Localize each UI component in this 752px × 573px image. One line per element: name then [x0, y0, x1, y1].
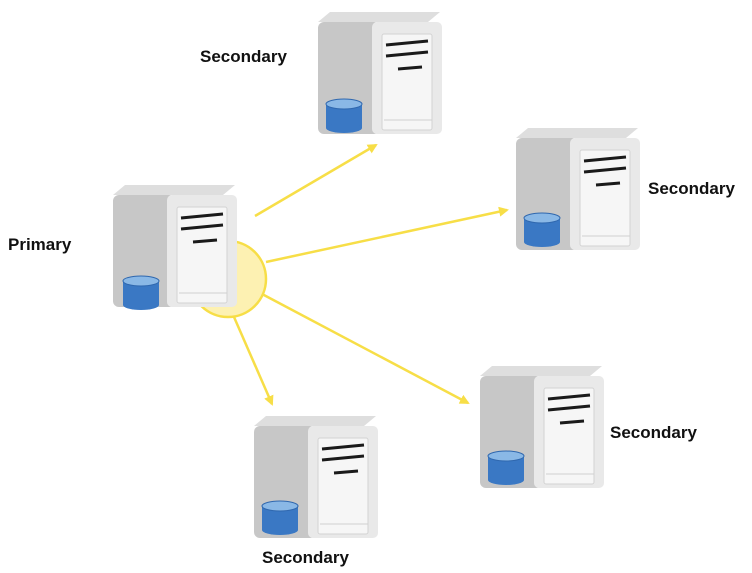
server-with-database-icon	[480, 366, 604, 488]
secondary-top-node[interactable]	[318, 12, 442, 134]
node-label-secondary-top: Secondary	[200, 47, 287, 66]
database-icon	[523, 212, 561, 247]
arrow-to-secondary-right	[265, 206, 509, 264]
replication-arrows	[232, 143, 509, 406]
node-label-secondary-bottom: Secondary	[262, 548, 349, 567]
server-with-database-icon	[516, 128, 640, 250]
node-label-primary: Primary	[8, 235, 72, 254]
secondary-lower-right-node[interactable]	[480, 366, 604, 488]
database-icon	[261, 500, 299, 535]
database-icon	[122, 275, 160, 310]
database-icon	[487, 450, 525, 485]
arrow-to-secondary-bottom	[232, 316, 274, 406]
arrow-to-secondary-top	[254, 143, 378, 218]
node-label-secondary-right: Secondary	[648, 179, 735, 198]
server-with-database-icon	[113, 185, 237, 310]
secondary-bottom-node[interactable]	[254, 416, 378, 538]
database-icon	[325, 98, 363, 133]
secondary-right-node[interactable]	[516, 128, 640, 250]
arrow-to-secondary-lower-right	[261, 292, 470, 405]
primary-node[interactable]	[113, 185, 237, 310]
node-label-secondary-lower-right: Secondary	[610, 423, 697, 442]
server-with-database-icon	[318, 12, 442, 134]
server-with-database-icon	[254, 416, 378, 538]
